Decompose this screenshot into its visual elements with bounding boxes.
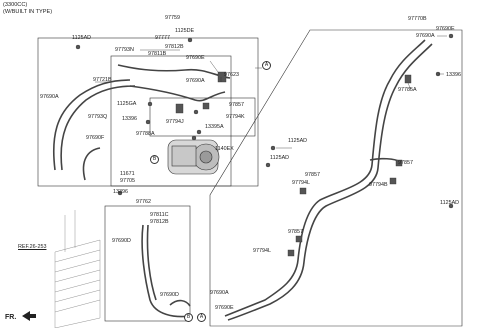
part-label: 1125AD [270, 155, 290, 161]
part-label: 13396 [113, 189, 128, 195]
part-label: 97759 [165, 15, 180, 21]
callout-b-bottom: B [184, 313, 193, 322]
part-label: 97794L [292, 180, 310, 186]
callout-a-top: A [262, 61, 271, 70]
box-sensor [149, 97, 256, 137]
part-label: 97811B [148, 51, 167, 57]
part-label: 13396 [446, 72, 461, 78]
part-label: 97623 [224, 72, 239, 78]
header-type: (W/BUILT IN TYPE) [3, 9, 53, 15]
part-label: 97690A [40, 94, 59, 100]
part-label: 97690E [186, 55, 205, 61]
part-label: 97857 [229, 102, 244, 108]
part-label: 97690A [210, 290, 229, 296]
part-label: 97690E [436, 26, 455, 32]
part-label: 97777 [155, 35, 170, 41]
part-label: 1125AD [440, 200, 460, 206]
part-label: 13396 [122, 116, 137, 122]
part-label: 1125GA [117, 101, 137, 107]
part-label: 97788A [136, 131, 155, 137]
callout-a-bottom: A [197, 313, 206, 322]
part-label: 1140EX [215, 146, 234, 152]
reference-label: REF.26-253 [18, 244, 47, 250]
part-label: 97690D [160, 292, 179, 298]
part-label: 97793Q [88, 114, 108, 120]
part-label: 11671 [120, 171, 135, 177]
part-label: 97811C [150, 212, 169, 218]
part-label: 97812B [150, 219, 169, 225]
part-label: 97705 [120, 178, 135, 184]
header-engine: (3300CC) [3, 2, 28, 8]
part-label: 97690D [112, 238, 131, 244]
part-label: 97793N [115, 47, 134, 53]
part-label: 1125AD [72, 35, 92, 41]
part-label: 97690E [215, 305, 234, 311]
part-label: 1125DE [175, 28, 195, 34]
part-label: 97794L [253, 248, 271, 254]
box-left-inner [110, 55, 232, 187]
part-label: 97812B [165, 44, 184, 50]
condenser [54, 210, 101, 328]
part-label: 97690A [416, 33, 435, 39]
part-label: 97721B [93, 77, 112, 83]
part-label: 13395A [205, 124, 224, 130]
part-label: 97690A [186, 78, 205, 84]
part-label: 97857 [288, 229, 303, 235]
callout-b-mid: B [150, 155, 159, 164]
part-label: 97794J [166, 119, 184, 125]
part-label: 97785A [398, 87, 417, 93]
part-label: 97794K [226, 114, 245, 120]
part-label: 97762 [136, 199, 151, 205]
part-label: 1125AD [288, 138, 308, 144]
box-right [209, 29, 463, 327]
part-label: 97857 [305, 172, 320, 178]
front-label: FR. [5, 314, 17, 321]
compressor [167, 139, 220, 175]
part-label: 97770B [408, 16, 427, 22]
part-label: 97794B [369, 182, 388, 188]
part-label: 97857 [398, 160, 413, 166]
part-label: 97690F [86, 135, 105, 141]
box-lower-left [104, 205, 191, 322]
